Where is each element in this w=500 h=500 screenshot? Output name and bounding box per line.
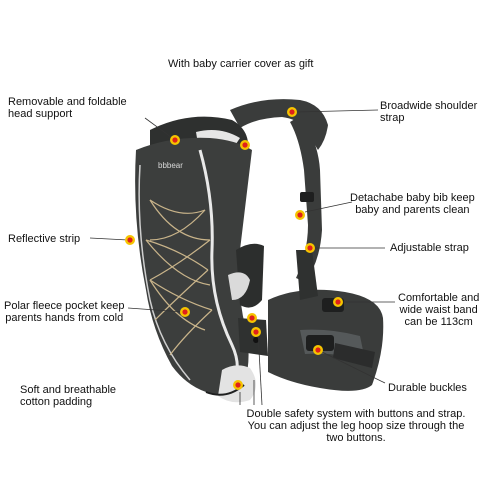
marker-reflective-strip xyxy=(125,235,135,245)
label-safety-system: Double safety system with buttons and st… xyxy=(246,408,466,444)
marker-durable-buckles xyxy=(313,345,323,355)
label-reflective-strip: Reflective strip xyxy=(8,233,81,245)
marker-shoulder-strap xyxy=(287,107,297,117)
label-fleece-pocket: Polar fleece pocket keep parents hands f… xyxy=(4,300,125,324)
label-waist-band: Comfortable and wide waist band can be 1… xyxy=(398,292,480,328)
reflective-strip xyxy=(198,149,239,379)
marker-head-support xyxy=(170,135,180,145)
waist-band xyxy=(268,289,384,391)
marker-cotton-padding xyxy=(233,380,243,390)
carrier-body xyxy=(135,137,252,395)
marker-cover-gift xyxy=(240,140,250,150)
label-cover-gift: With baby carrier cover as gift xyxy=(168,58,314,70)
callout-markers xyxy=(125,107,343,390)
brand-logo: bbbear xyxy=(158,161,183,170)
label-cotton-padding: Soft and breathable cotton padding xyxy=(20,384,117,408)
label-adjustable-strap: Adjustable strap xyxy=(390,242,469,254)
marker-adjustable-strap xyxy=(305,243,315,253)
label-baby-bib: Detachabe baby bib keep baby and parents… xyxy=(350,192,475,216)
bungee-cord xyxy=(145,199,213,356)
label-shoulder-strap: Broadwide shoulder strap xyxy=(380,100,478,124)
marker-fleece-pocket xyxy=(180,307,190,317)
leader-lines xyxy=(89,109,395,406)
label-durable-buckles: Durable buckles xyxy=(388,382,467,394)
buckle-lower xyxy=(306,335,334,351)
marker-baby-bib xyxy=(295,210,305,220)
marker-waist-band xyxy=(333,297,343,307)
marker-safety-lower xyxy=(251,327,261,337)
marker-safety-upper xyxy=(247,313,257,323)
label-head-support: Removable and foldable head support xyxy=(8,96,127,120)
